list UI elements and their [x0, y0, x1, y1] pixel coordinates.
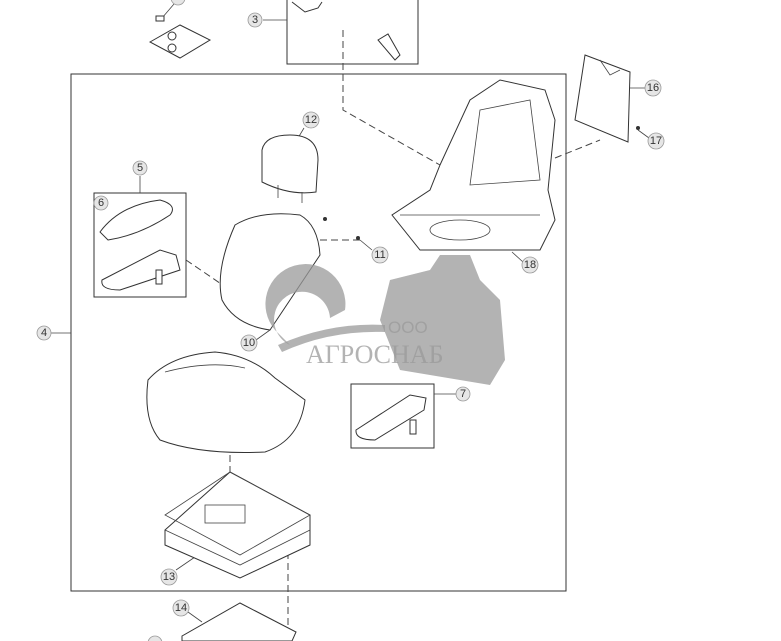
callout-18: 18	[521, 256, 539, 274]
svg-text:10: 10	[243, 337, 255, 349]
seat-frame-part	[391, 79, 556, 251]
base-plate-part	[181, 602, 297, 641]
callout-17: 17	[647, 132, 665, 150]
watermark-name: АГРОСНАБ	[306, 340, 444, 369]
seat-cushion-part	[146, 351, 306, 453]
rear-panel-part	[574, 54, 631, 143]
callout-partial-top	[170, 0, 186, 6]
watermark-logo: ООО АГРОСНАБ	[265, 255, 505, 385]
callout-3: 3	[247, 12, 263, 28]
callout-7: 7	[455, 386, 471, 402]
svg-text:13: 13	[163, 571, 175, 583]
headrest-part	[261, 134, 319, 203]
lever-part	[291, 1, 401, 61]
seat-assembly-frame	[70, 73, 567, 592]
group-3-frame	[286, 0, 419, 65]
svg-text:17: 17	[650, 135, 662, 147]
callout-5: 5	[132, 160, 148, 176]
svg-text:3: 3	[252, 14, 258, 26]
suspension-part	[164, 471, 311, 579]
callout-11: 11	[371, 246, 389, 264]
svg-text:14: 14	[175, 602, 187, 614]
callout-partial-bottom	[147, 635, 163, 641]
svg-text:16: 16	[647, 82, 659, 94]
svg-text:6: 6	[98, 197, 104, 209]
control-plate-part	[148, 15, 212, 59]
svg-text:11: 11	[374, 249, 385, 261]
callout-4: 4	[36, 325, 52, 341]
armrest-right-part	[355, 394, 427, 441]
callout-16: 16	[644, 79, 662, 97]
watermark-prefix: ООО	[388, 318, 428, 337]
callout-6: 6	[93, 195, 109, 211]
svg-text:4: 4	[41, 327, 47, 339]
svg-text:7: 7	[460, 388, 466, 400]
svg-text:12: 12	[305, 114, 317, 126]
callout-13: 13	[160, 568, 178, 586]
callout-14: 14	[172, 599, 190, 617]
armrest-right-frame	[350, 383, 435, 449]
armrest-left-part	[99, 199, 181, 291]
callout-10: 10	[240, 334, 258, 352]
callout-12: 12	[302, 111, 320, 129]
svg-text:18: 18	[524, 259, 536, 271]
svg-text:5: 5	[137, 162, 143, 174]
